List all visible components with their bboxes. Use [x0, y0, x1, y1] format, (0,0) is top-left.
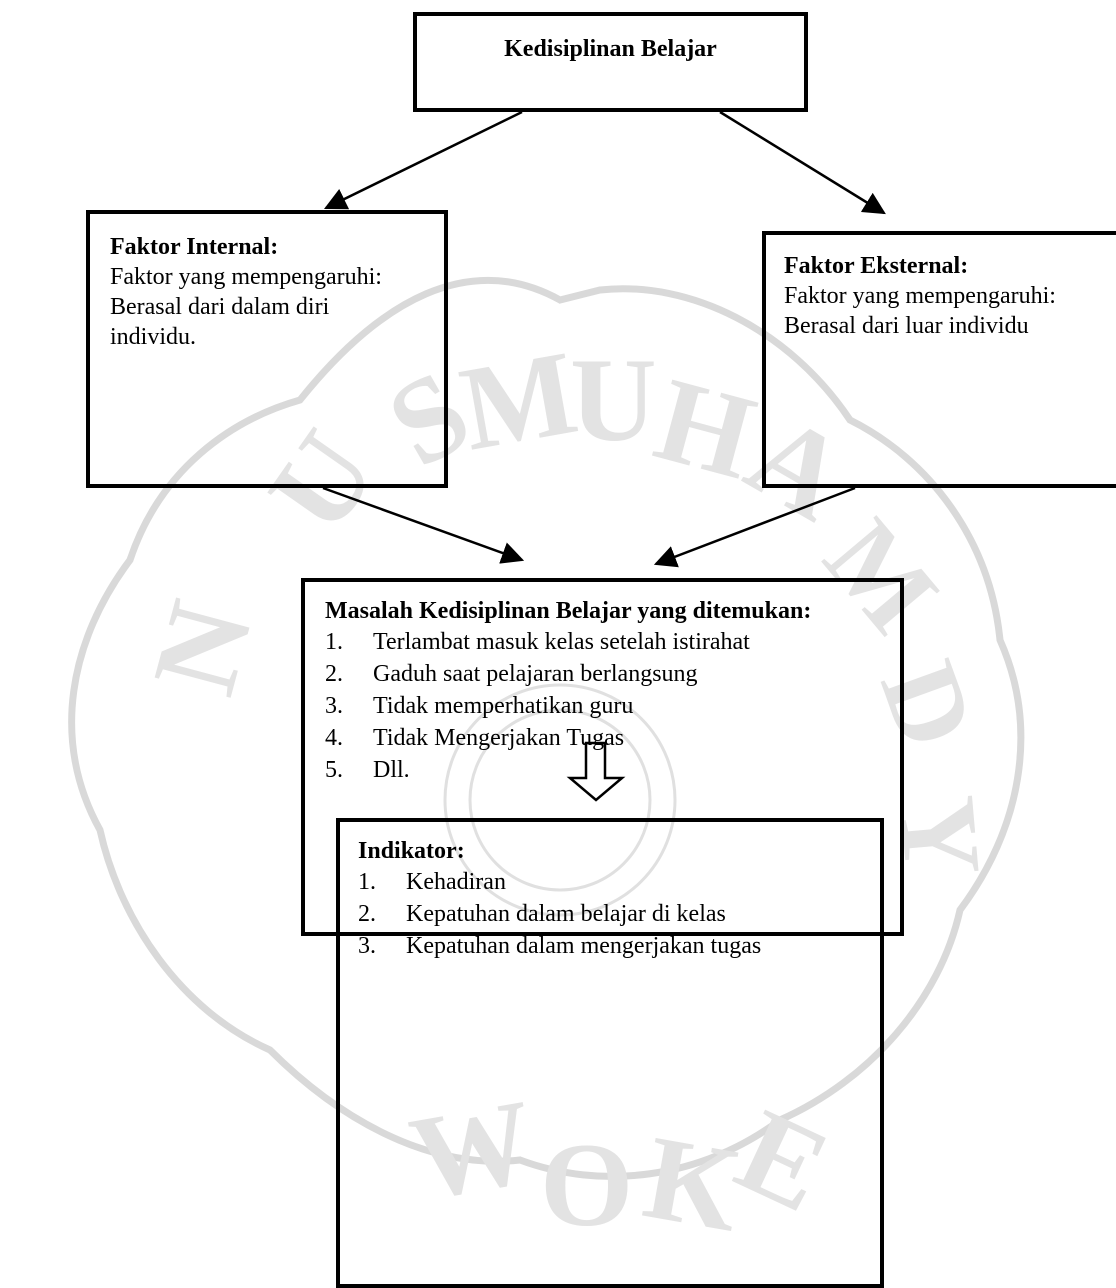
list-text: Kepatuhan dalam belajar di kelas [406, 901, 726, 927]
list-number: 2. [325, 661, 343, 687]
list-text: Dll. [373, 757, 410, 783]
box-line: Berasal dari dalam diri [110, 294, 330, 320]
box-line: Faktor yang mempengaruhi: [110, 264, 382, 290]
list-number: 1. [325, 629, 343, 655]
arrow-internal-to-masalah [322, 486, 525, 564]
svg-text:M: M [451, 325, 586, 476]
arrow-top-to-internal [323, 110, 523, 210]
list-item: 1. Terlambat masuk kelas setelah istiraha… [325, 626, 900, 658]
box-line: individu. [110, 324, 197, 350]
list-item: 1. Kehadiran [358, 866, 880, 898]
indicator-list: 1. Kehadiran 2. Kepatuhan dalam belajar di… [358, 866, 880, 962]
box-indikator: Indikator: 1. Kehadiran 2. Kepatuhan dalam… [336, 818, 884, 1288]
list-text: Kehadiran [406, 869, 506, 895]
list-number: 2. [358, 901, 376, 927]
list-number: 4. [325, 725, 343, 751]
list-item: 5. Dll. [325, 754, 900, 786]
list-item: 3. Kepatuhan dalam mengerjakan tugas [358, 930, 880, 962]
box-line: Berasal dari luar individu [784, 313, 1029, 339]
list-number: 5. [325, 757, 343, 783]
svg-text:U: U [570, 333, 657, 466]
box-line: Faktor yang mempengaruhi: [784, 283, 1056, 309]
arrow-external-to-masalah [653, 486, 856, 568]
problem-list: 1. Terlambat masuk kelas setelah istiraha… [325, 626, 900, 786]
svg-text:H: H [643, 352, 768, 505]
list-text: Gaduh saat pelajaran berlangsung [373, 661, 698, 687]
list-text: Tidak memperhatikan guru [373, 693, 634, 719]
list-number: 3. [358, 933, 376, 959]
box-faktor-eksternal: Faktor Eksternal: Faktor yang mempengaru… [762, 231, 1116, 488]
svg-text:N: N [127, 589, 278, 707]
list-item: 2. Gaduh saat pelajaran berlangsung [325, 658, 900, 690]
box-title: Faktor Eksternal: [784, 253, 969, 279]
box-kedisiplinan-belajar: Kedisiplinan Belajar [413, 12, 808, 112]
box-masalah-kedisiplinan: Masalah Kedisiplinan Belajar yang ditemu… [301, 578, 904, 936]
box-title: Faktor Internal: [110, 234, 279, 260]
list-item: 3. Tidak memperhatikan guru [325, 690, 900, 722]
box-faktor-internal: Faktor Internal: Faktor yang mempengaruh… [86, 210, 448, 488]
list-text: Terlambat masuk kelas setelah istirahat [373, 629, 750, 655]
box-title: Kedisiplinan Belajar [504, 36, 717, 62]
box-title: Indikator: [358, 838, 465, 864]
list-text: Kepatuhan dalam mengerjakan tugas [406, 933, 762, 959]
arrow-top-to-external [719, 110, 886, 215]
list-item: 2. Kepatuhan dalam belajar di kelas [358, 898, 880, 930]
list-text: Tidak Mengerjakan Tugas [373, 725, 625, 751]
box-title: Masalah Kedisiplinan Belajar yang ditemu… [325, 598, 812, 624]
list-item: 4. Tidak Mengerjakan Tugas [325, 722, 900, 754]
list-number: 3. [325, 693, 343, 719]
list-number: 1. [358, 869, 376, 895]
